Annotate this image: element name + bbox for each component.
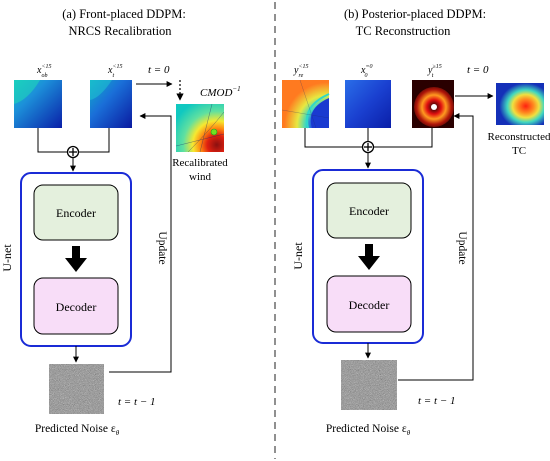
right-unet-label: U-net (291, 242, 305, 270)
right-input2-image (345, 80, 391, 128)
right-encoder-block (326, 182, 412, 239)
left-update-loop (109, 113, 172, 373)
right-decoder-block (326, 275, 412, 333)
left-update-label: Update (156, 231, 168, 264)
right-output-line1: Reconstructed (488, 131, 550, 143)
right-output-line2: TC (512, 145, 526, 157)
left-decoder-block (33, 277, 119, 335)
right-update-label: Update (456, 231, 468, 264)
left-iter-label: t = t − 1 (118, 396, 155, 408)
left-title-line1: (a) Front-placed DDPM: (62, 7, 186, 21)
right-title-line1: (b) Posterior-placed DDPM: (344, 7, 486, 21)
right-step-label: t = 0 (467, 64, 489, 76)
left-output-line1: Recalibrated (172, 157, 228, 169)
right-iter-label: t = t − 1 (418, 395, 455, 407)
right-down-arrow-icon (358, 244, 380, 270)
left-unet-label: U-net (0, 244, 14, 272)
left-encoder-block (33, 184, 119, 241)
right-decoder-label: Decoder (349, 298, 390, 312)
left-output-image (176, 104, 224, 152)
left-panel: (a) Front-placed DDPM: NRCS Recalibratio… (0, 7, 241, 437)
right-noise-label: Predicted Noise εθ (326, 423, 411, 437)
left-encoder-label: Encoder (56, 206, 96, 220)
left-cmod-label: CMOD−1 (200, 85, 241, 99)
left-output-line2: wind (189, 171, 212, 183)
right-encoder-label: Encoder (349, 204, 389, 218)
left-title-line2: NRCS Recalibration (68, 24, 172, 38)
left-down-arrow-icon (65, 246, 87, 272)
left-noise-texture (49, 364, 104, 414)
right-title-line2: TC Reconstruction (356, 24, 452, 38)
left-step-label: t = 0 (148, 64, 170, 76)
right-panel: (b) Posterior-placed DDPM: TC Reconstruc… (281, 7, 550, 437)
left-decoder-label: Decoder (56, 300, 97, 314)
right-update-loop (398, 113, 474, 381)
right-noise-texture (341, 360, 397, 410)
left-noise-label: Predicted Noise εθ (35, 423, 120, 437)
